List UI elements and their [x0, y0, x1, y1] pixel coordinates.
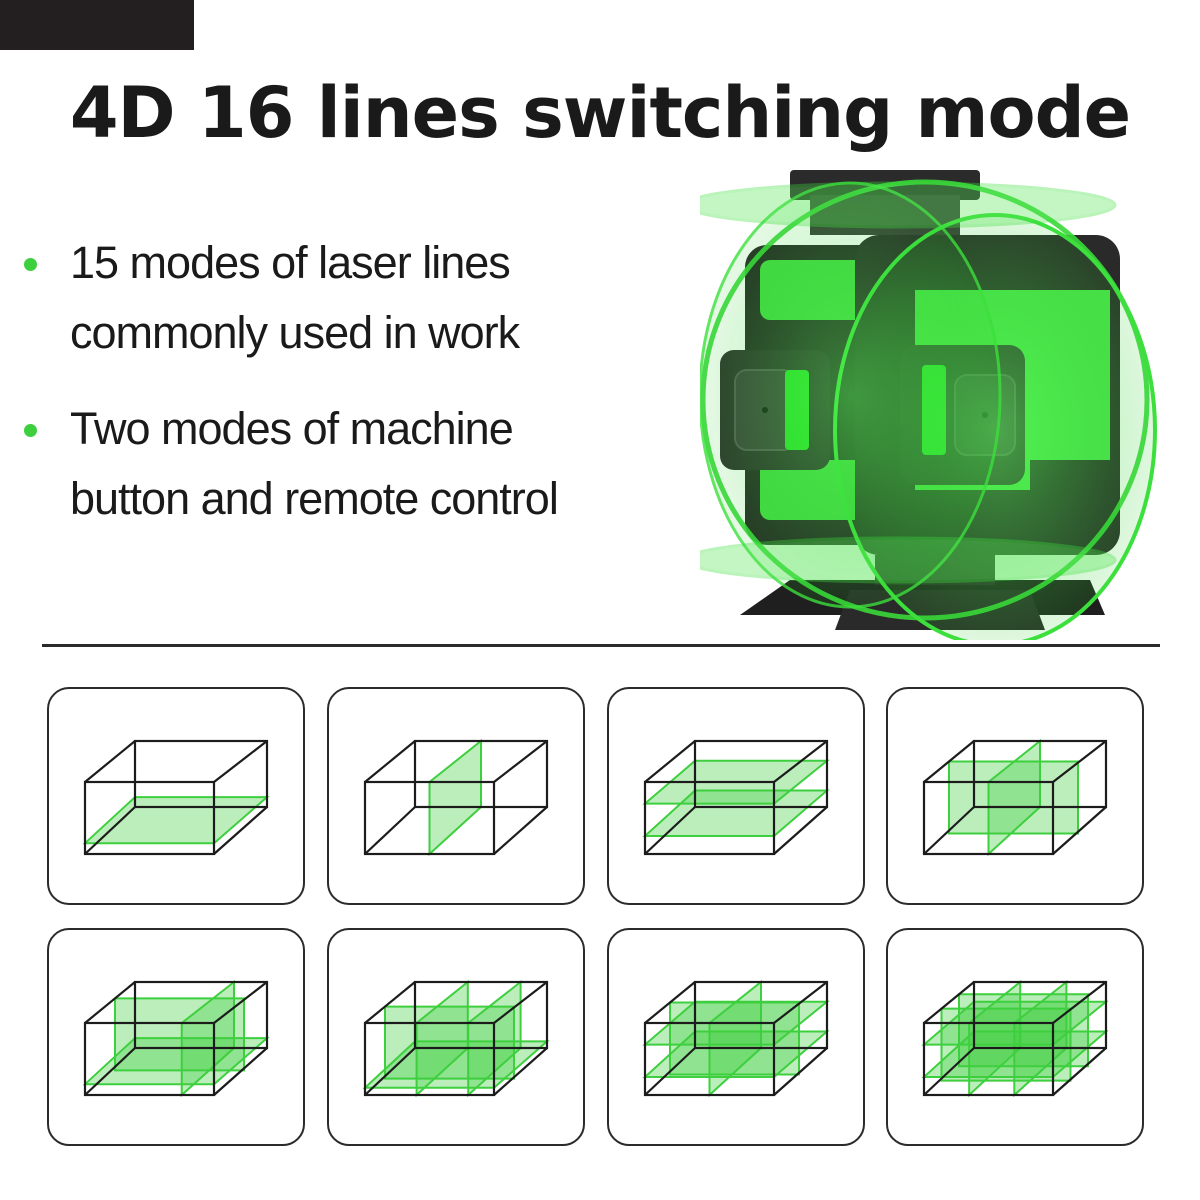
feature-item: Two modes of machine button and remote c…	[18, 394, 698, 534]
bullet-icon	[24, 258, 37, 271]
mode-tile-two-horizontal	[607, 687, 865, 905]
mode-tile-cross-vertical	[886, 687, 1144, 905]
feature-line: Two modes of machine	[70, 403, 514, 454]
box-diagram-icon	[921, 979, 1109, 1098]
mode-tile-bottom-horizontal	[47, 687, 305, 905]
box-diagram-icon	[642, 739, 830, 856]
mode-tile-cross-vertical-bottom	[47, 928, 305, 1146]
feature-list: 15 modes of laser lines commonly used in…	[18, 228, 698, 560]
box-diagram-icon	[642, 979, 830, 1098]
laser-level-image	[700, 170, 1157, 640]
mode-tile-cross-vertical-bottom-alt	[327, 928, 585, 1146]
page-title: 4D 16 lines switching mode	[69, 72, 1131, 154]
feature-line: 15 modes of laser lines	[70, 237, 511, 288]
box-diagram-icon	[363, 738, 549, 857]
box-diagram-icon	[82, 739, 270, 856]
mode-tile-full-16-lines	[886, 928, 1144, 1146]
bullet-icon	[24, 424, 37, 437]
mode-tile-single-vertical	[327, 687, 585, 905]
divider	[42, 644, 1160, 647]
corner-tab	[0, 0, 194, 50]
mode-tile-two-horizontal-cross	[607, 928, 865, 1146]
feature-line: button and remote control	[70, 473, 559, 524]
feature-line: commonly used in work	[70, 307, 520, 358]
box-diagram-icon	[82, 979, 270, 1098]
box-diagram-icon	[362, 979, 550, 1098]
feature-item: 15 modes of laser lines commonly used in…	[18, 228, 698, 368]
box-diagram-icon	[922, 738, 1108, 857]
